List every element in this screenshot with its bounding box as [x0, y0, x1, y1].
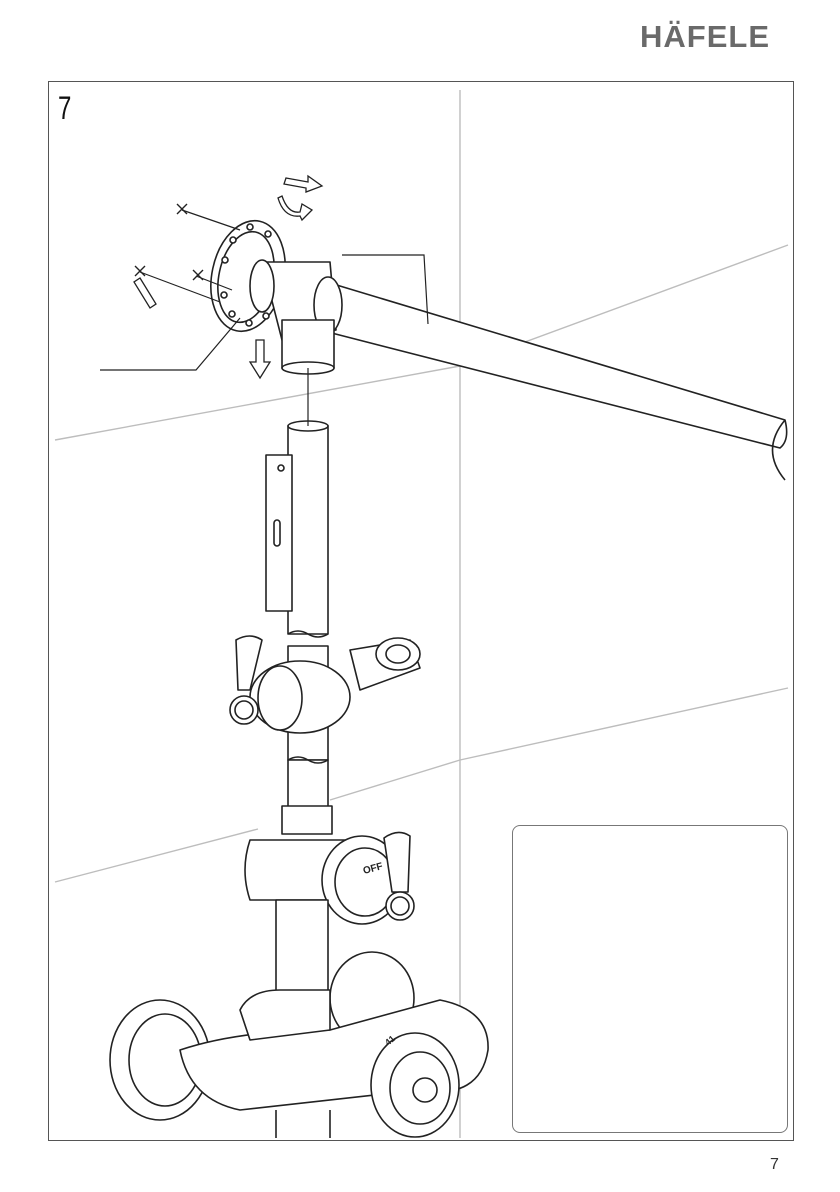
leader-line-flange: [100, 318, 240, 370]
overhead-arm: [320, 280, 787, 448]
arrow-right-icon: [284, 176, 322, 192]
arrow-down-icon: [250, 340, 270, 378]
note-box: [512, 825, 788, 1133]
rotate-arrow-icon: [278, 196, 312, 220]
riser-pipe: [288, 426, 328, 634]
screw-mark-icon: [135, 204, 203, 280]
drill-bit-icon: [134, 278, 156, 308]
page-number: 7: [770, 1156, 779, 1174]
